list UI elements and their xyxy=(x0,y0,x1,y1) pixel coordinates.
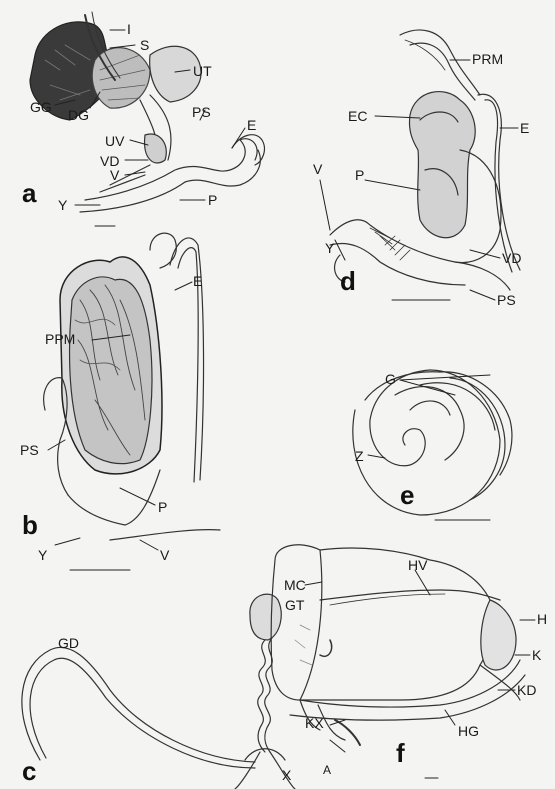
label-e-G: G xyxy=(385,372,396,386)
label-b-PS: PS xyxy=(20,443,39,457)
label-a-S: S xyxy=(140,38,149,52)
label-a-V: V xyxy=(110,168,119,182)
panel-d-drawing xyxy=(330,30,520,290)
panel-letter-d: d xyxy=(340,268,356,294)
label-b-E: E xyxy=(193,274,202,288)
label-a-Y: Y xyxy=(58,198,67,212)
label-d-EC: EC xyxy=(348,109,367,123)
label-d-PRM: PRM xyxy=(472,52,503,66)
label-e-Z: Z xyxy=(355,449,364,463)
panel-e-drawing xyxy=(353,370,512,515)
label-a-PS: PS xyxy=(192,105,211,119)
panel-letter-e: e xyxy=(400,482,414,508)
label-d-VD: VD xyxy=(502,251,521,265)
label-a-I: I xyxy=(127,22,131,36)
label-f-HG: HG xyxy=(458,724,479,738)
label-a-UV: UV xyxy=(105,134,124,148)
label-c-X: X xyxy=(282,768,291,782)
label-f-K: K xyxy=(532,648,541,662)
label-f-H: H xyxy=(537,612,547,626)
label-f-MC: MC xyxy=(284,578,306,592)
label-d-PS: PS xyxy=(497,293,516,307)
organ-k xyxy=(481,600,516,670)
panel-c-drawing xyxy=(22,594,295,789)
label-a-E: E xyxy=(247,118,256,132)
label-d-P: P xyxy=(355,168,364,182)
gland-gt xyxy=(250,594,281,640)
panel-letter-a: a xyxy=(22,180,36,206)
organ-p-d xyxy=(409,92,475,238)
label-c-GD: GD xyxy=(58,636,79,650)
label-f-KX: KX xyxy=(305,716,324,730)
label-f-HV: HV xyxy=(408,558,427,572)
label-c-GT: GT xyxy=(285,598,304,612)
label-b-PPM: PPM xyxy=(45,332,75,346)
label-b-V: V xyxy=(160,548,169,562)
label-d-Y: Y xyxy=(325,241,334,255)
label-d-V: V xyxy=(313,162,322,176)
label-a-DG: DG xyxy=(68,108,89,122)
label-b-Y: Y xyxy=(38,548,47,562)
label-f-A: A xyxy=(323,764,331,776)
label-f-KD: KD xyxy=(517,683,536,697)
panel-letter-b: b xyxy=(22,512,38,538)
label-a-P: P xyxy=(208,193,217,207)
label-a-GG: GG xyxy=(30,100,52,114)
spiral-z xyxy=(353,370,500,515)
label-a-UT: UT xyxy=(193,64,212,78)
panel-letter-c: c xyxy=(22,758,36,784)
panel-letter-f: f xyxy=(396,740,405,766)
label-b-P: P xyxy=(158,500,167,514)
label-d-E: E xyxy=(520,121,529,135)
label-a-VD: VD xyxy=(100,154,119,168)
